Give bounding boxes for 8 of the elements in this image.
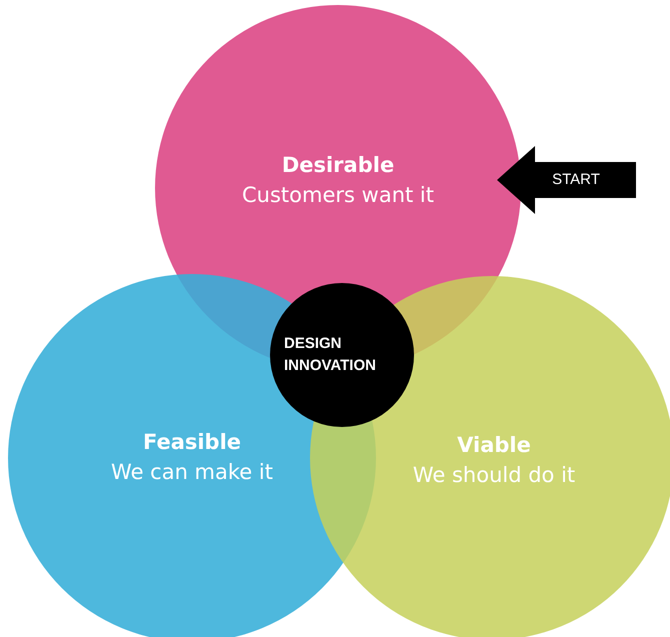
circle-subtitle: We should do it (412, 462, 576, 489)
start-label: START (552, 171, 600, 189)
circle-title: Feasible (142, 429, 242, 456)
circle-title: Desirable (282, 152, 394, 179)
circle-subtitle: We can make it (111, 459, 273, 486)
circle-subtitle: Customers want it (242, 182, 434, 209)
circle-title: Viable (457, 432, 531, 459)
center-label: DESIGN INNOVATION (284, 334, 377, 376)
